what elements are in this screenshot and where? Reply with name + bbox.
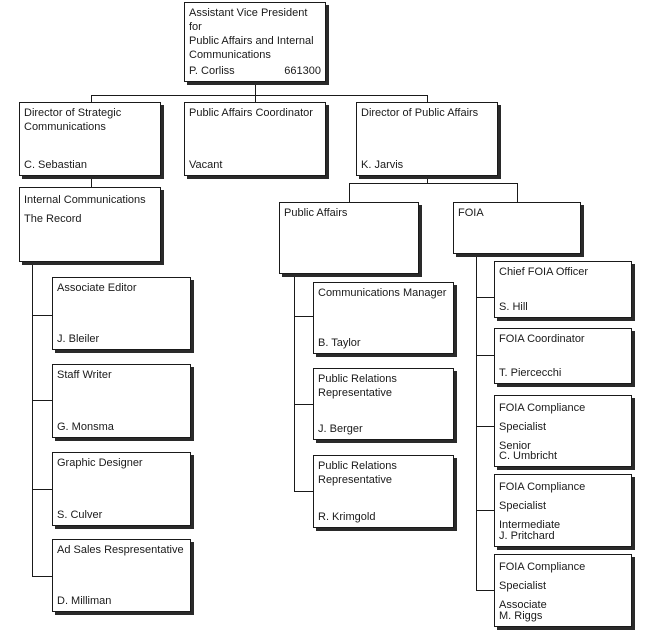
connector — [476, 297, 494, 299]
connector — [294, 491, 313, 493]
position-title: Public Affairs and Internal — [189, 35, 314, 47]
connector — [476, 510, 494, 512]
position-title: FOIA Compliance Specialist — [499, 561, 586, 592]
connector — [294, 316, 313, 318]
org-box-staff-writer: Staff Writer G. Monsma — [52, 364, 191, 438]
person-name: C. Sebastian — [24, 159, 87, 171]
position-title: Staff Writer — [57, 369, 112, 381]
org-box-foia: FOIA — [453, 202, 581, 254]
connector — [32, 315, 52, 317]
org-box-director-strategic: Director of Strategic Communications C. … — [19, 102, 161, 176]
person-name: P. Corliss — [189, 65, 235, 77]
person-name: C. Umbricht — [499, 450, 558, 462]
position-title: FOIA — [458, 207, 484, 219]
org-box-foia-coordinator: FOIA Coordinator T. Piercecchi — [494, 328, 632, 384]
org-box-chief-foia-officer: Chief FOIA Officer S. Hill — [494, 261, 632, 318]
connector — [32, 262, 34, 577]
person-name: R. Krimgold — [318, 511, 376, 523]
position-title: Director of Strategic — [24, 107, 122, 119]
position-title: Public Relations — [318, 460, 397, 472]
connector — [255, 95, 257, 103]
connector — [427, 176, 429, 184]
position-title: Assistant Vice President for — [189, 7, 308, 33]
position-title: Associate Editor — [57, 282, 137, 294]
person-name: J. Berger — [318, 423, 363, 435]
position-title: Senior — [499, 440, 531, 452]
org-box-foia-senior: FOIA Compliance Specialist Senior C. Umb… — [494, 395, 632, 467]
org-box-public-affairs: Public Affairs — [279, 202, 419, 274]
position-title: The Record — [24, 213, 82, 225]
person-name: J. Bleiler — [57, 333, 100, 345]
org-box-foia-intermediate: FOIA Compliance Specialist Intermediate … — [494, 474, 632, 547]
position-title: Public Affairs Coordinator — [189, 107, 313, 119]
position-title: Internal Communications — [24, 194, 146, 206]
connector — [32, 400, 52, 402]
org-box-pr-representative-2: Public Relations Representative R. Krimg… — [313, 455, 454, 528]
connector — [476, 254, 478, 591]
connector — [476, 426, 494, 428]
org-box-associate-editor: Associate Editor J. Bleiler — [52, 277, 191, 350]
person-name: B. Taylor — [318, 337, 361, 349]
position-title: Representative — [318, 474, 392, 486]
connector — [349, 183, 351, 202]
connector — [294, 274, 296, 492]
position-title: Communications — [189, 49, 271, 61]
connector — [255, 82, 257, 96]
connector — [427, 95, 429, 103]
person-name: K. Jarvis — [361, 159, 404, 171]
org-box-director-public-affairs: Director of Public Affairs K. Jarvis — [356, 102, 498, 176]
person-name: T. Piercecchi — [499, 367, 562, 379]
org-box-foia-associate: FOIA Compliance Specialist Associate M. … — [494, 554, 632, 627]
position-title: Graphic Designer — [57, 457, 143, 469]
person-name: J. Pritchard — [499, 530, 555, 542]
connector — [32, 576, 52, 578]
position-title: Representative — [318, 387, 392, 399]
org-box-graphic-designer: Graphic Designer S. Culver — [52, 452, 191, 526]
department-code: 661300 — [284, 65, 321, 77]
person-name: S. Culver — [57, 509, 103, 521]
connector — [91, 176, 93, 187]
connector — [91, 95, 93, 103]
position-title: Director of Public Affairs — [361, 107, 479, 119]
position-title: Public Affairs — [284, 207, 348, 219]
org-box-internal-communications: Internal Communications The Record — [19, 187, 161, 262]
position-title: Public Relations — [318, 373, 397, 385]
org-box-pa-coordinator: Public Affairs Coordinator Vacant — [184, 102, 326, 176]
connector — [517, 183, 519, 202]
person-name: M. Riggs — [499, 610, 543, 622]
org-box-communications-manager: Communications Manager B. Taylor — [313, 282, 454, 354]
position-title: Communications Manager — [318, 287, 447, 299]
position-title: Communications — [24, 121, 106, 133]
person-name: Vacant — [189, 159, 223, 171]
org-box-pr-representative-1: Public Relations Representative J. Berge… — [313, 368, 454, 440]
connector — [32, 489, 52, 491]
position-title: FOIA Compliance Specialist — [499, 402, 586, 433]
person-name: S. Hill — [499, 301, 528, 313]
position-title: Ad Sales Respresentative — [57, 544, 184, 556]
org-box-avp: Assistant Vice President for Public Affa… — [184, 2, 326, 82]
position-title: Chief FOIA Officer — [499, 266, 589, 278]
connector — [294, 404, 313, 406]
position-title: Associate — [499, 599, 547, 611]
position-title: FOIA Compliance Specialist — [499, 481, 586, 512]
position-title: FOIA Coordinator — [499, 333, 585, 345]
org-box-ad-sales: Ad Sales Respresentative D. Milliman — [52, 539, 191, 612]
connector — [476, 590, 494, 592]
person-name: D. Milliman — [57, 595, 112, 607]
connector — [91, 95, 427, 97]
person-name: G. Monsma — [57, 421, 114, 433]
position-title: Intermediate — [499, 519, 561, 531]
connector — [349, 183, 517, 185]
connector — [476, 355, 494, 357]
